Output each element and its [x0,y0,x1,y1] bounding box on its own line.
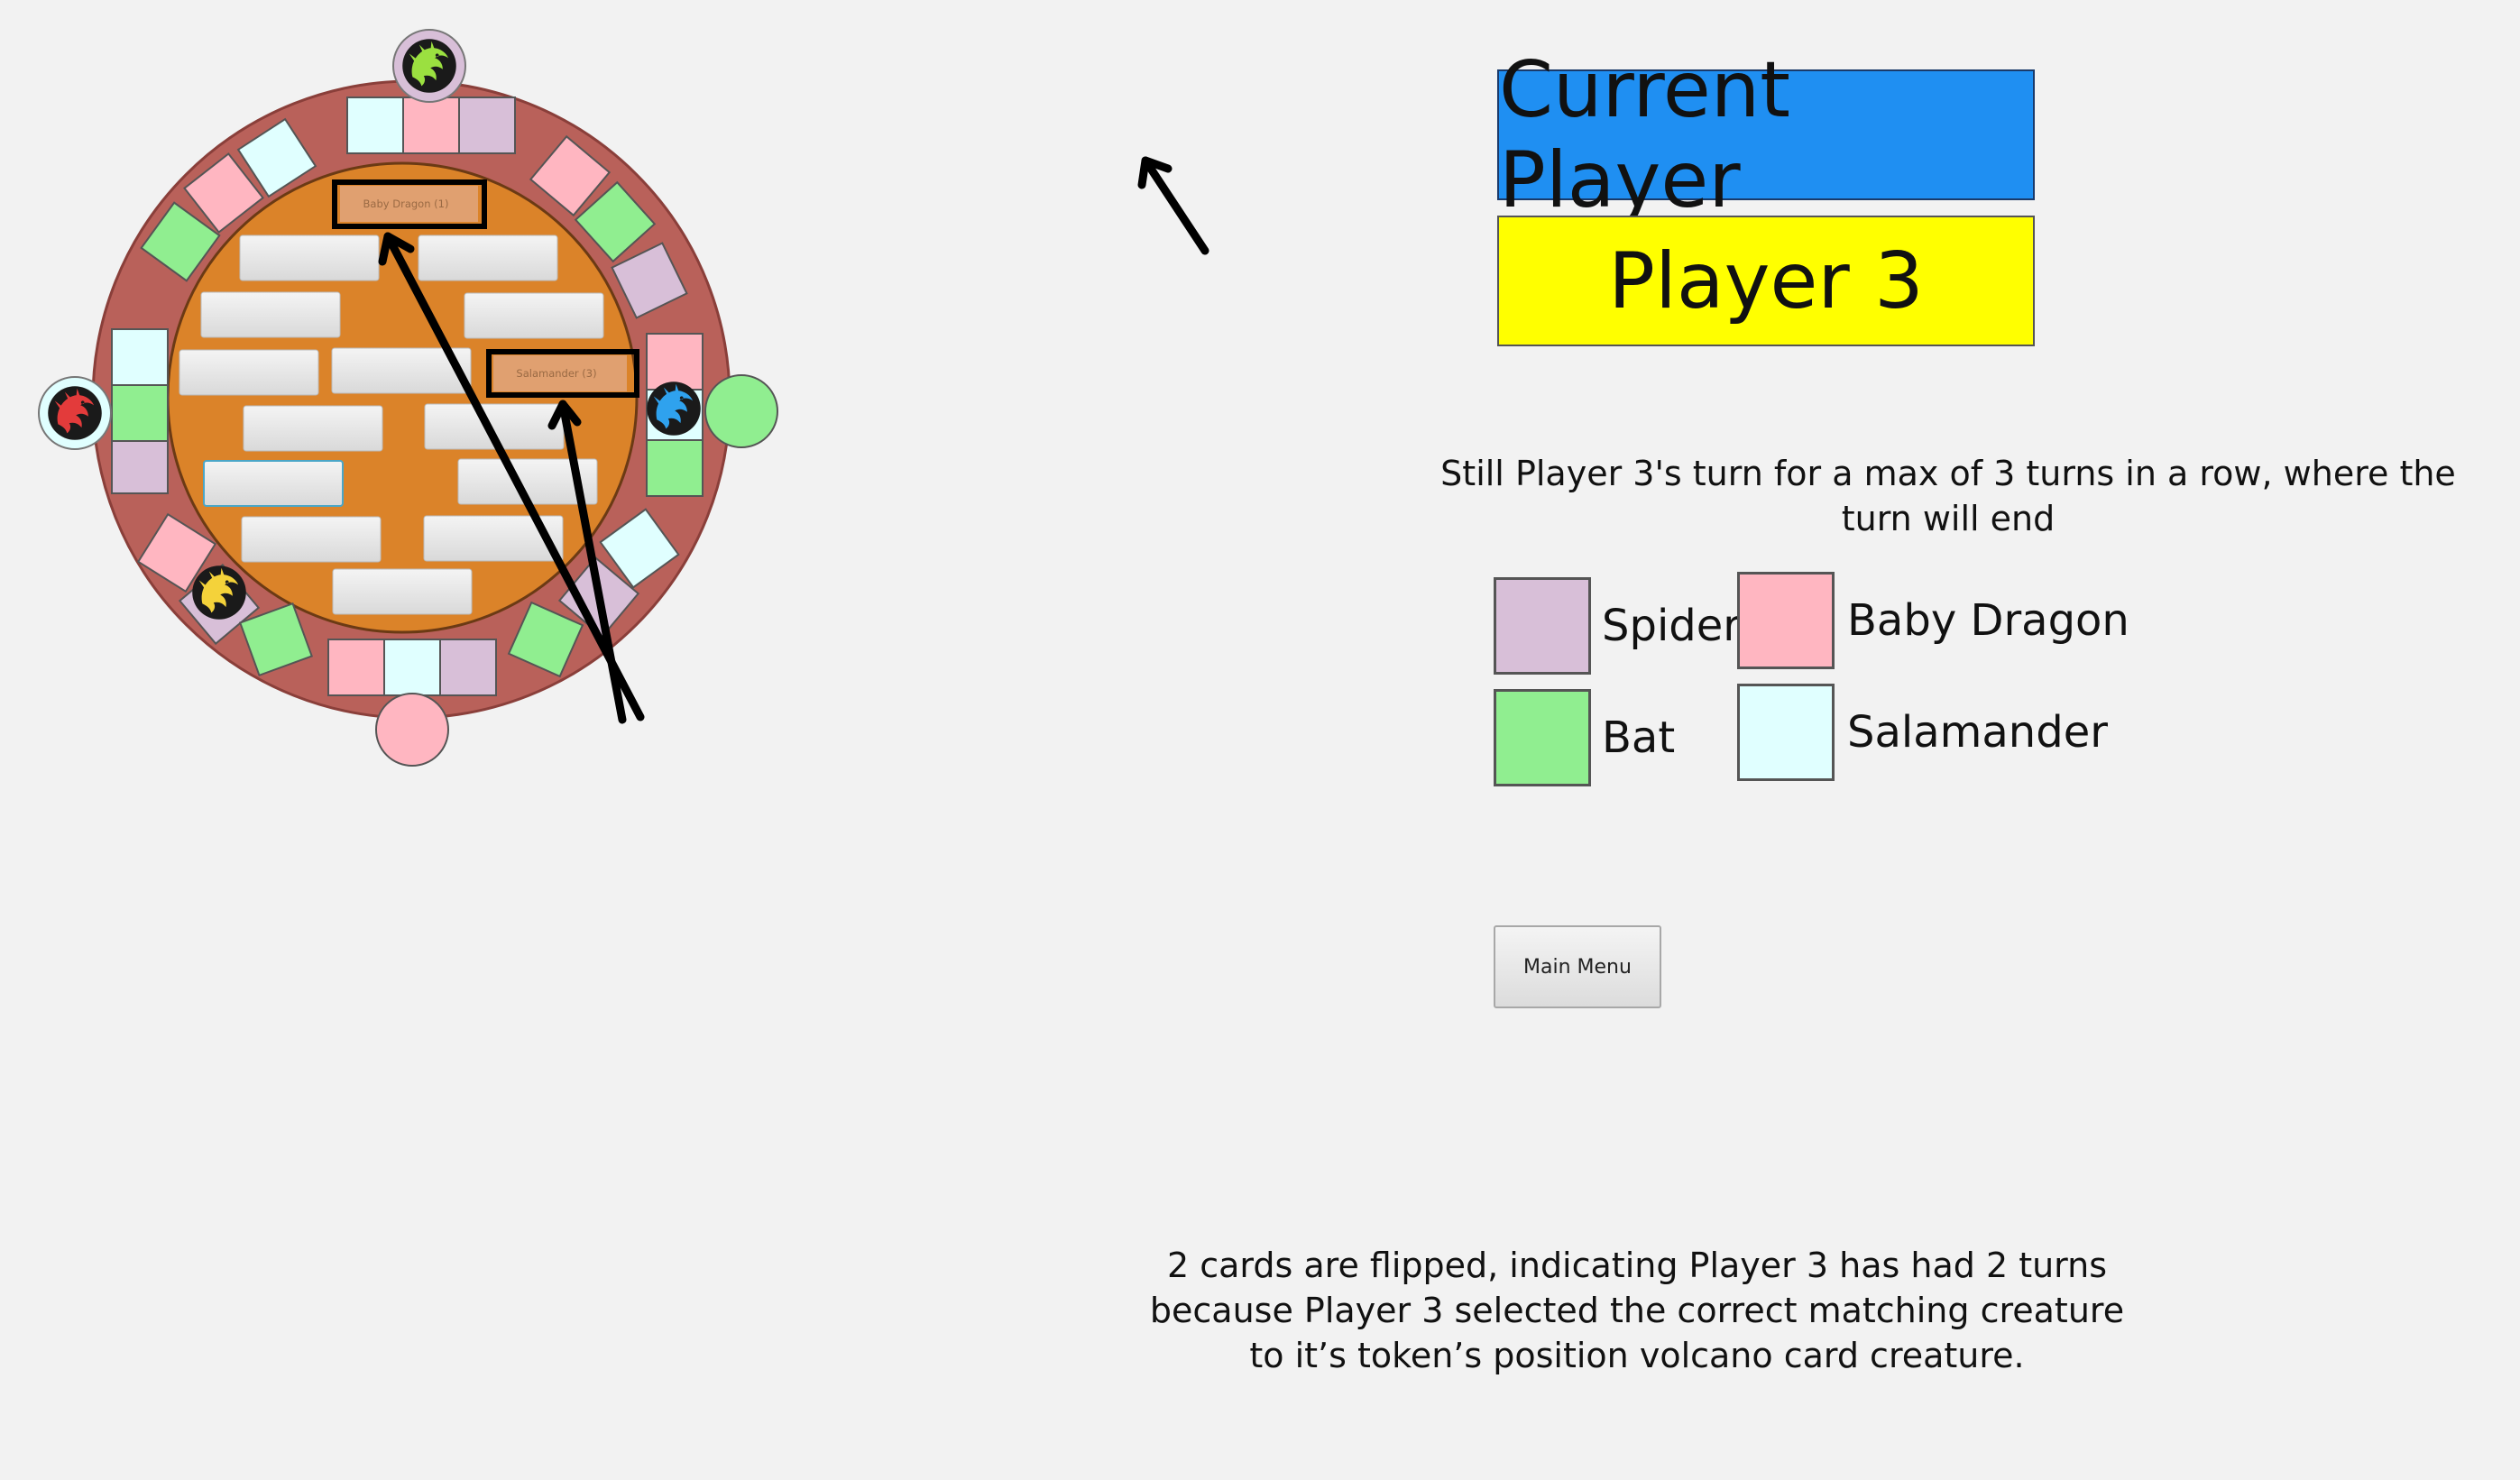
current-player-title: Current Player [1497,45,2035,225]
flipped-card-baby-dragon[interactable]: Baby Dragon (1) [332,179,487,229]
legend-label: Salamander [1847,707,2108,758]
spider-tile [611,242,688,319]
flipped-card-salamander[interactable]: Salamander (3) [486,349,639,398]
baby-dragon-swatch [1737,572,1835,669]
flipped-card-face [340,186,478,222]
volcano-card[interactable] [200,291,341,338]
cave-bat [704,374,778,448]
salamander-tile [111,328,169,386]
baby-dragon-tile [402,97,460,154]
player-token-right [647,381,701,436]
bat-swatch [1494,689,1591,786]
arrow-to-baby-dragon [383,232,645,722]
baby-dragon-tile [136,512,217,593]
volcano-card[interactable] [423,515,564,562]
legend-label: Baby Dragon [1847,595,2129,646]
cave-baby-dragon [375,693,449,767]
bat-tile [238,602,314,677]
salamander-tile [346,97,404,154]
dragon-icon [192,565,246,620]
salamander-tile [599,508,680,589]
ring-tiles [111,97,704,696]
dragon-icon [647,381,701,436]
volcano-card[interactable] [464,292,604,339]
baby-dragon-tile [327,639,385,696]
volcano-card-hover[interactable] [203,460,344,507]
spider-tile [111,440,169,494]
highlight-box [486,349,639,398]
flipped-card-label: Baby Dragon (1) [363,198,449,210]
volcano-card[interactable] [331,347,472,394]
game-board: Baby Dragon (1) Salamander (3) [38,29,1209,767]
volcano-card[interactable] [418,234,558,281]
bat-tile [646,439,704,497]
volcano-card[interactable] [243,405,383,452]
bat-tile [507,601,584,678]
salamander-swatch [1737,684,1835,781]
flipped-card-face [493,355,627,391]
bat-tile [111,384,169,442]
baby-dragon-tile [183,152,264,234]
main-menu-button[interactable]: Main Menu [1494,925,1661,1008]
spider-tile [439,639,497,696]
volcano-card[interactable] [239,234,380,281]
volcano-cards[interactable] [179,234,604,615]
player-token-bottom-left [192,565,246,620]
dragon-icon [402,39,456,93]
spider-tile [458,97,516,154]
salamander-tile [383,639,441,696]
arrow-to-salamander [558,400,627,724]
current-player-name: Player 3 [1497,216,2035,346]
flipped-card-label: Salamander (3) [516,367,596,380]
highlight-box [332,179,487,229]
arrow-to-player [1141,156,1209,255]
legend-label: Bat [1602,712,1676,763]
baby-dragon-tile [646,333,704,391]
baby-dragon-tile [529,134,612,217]
legend-label: Spider [1602,601,1742,651]
volcano-card[interactable] [179,349,319,396]
arrowhead [1137,156,1173,189]
arrowhead [547,400,582,430]
arrowhead [378,232,415,266]
volcano-card[interactable] [332,568,473,615]
turn-note: Still Player 3's turn for a max of 3 tur… [1440,454,2456,538]
spider-swatch [1494,577,1591,675]
annotation-arrows [378,156,1209,724]
flipped-note: 2 cards are flipped, indicating Player 3… [1149,1246,2125,1375]
bat-tile [574,180,657,263]
bat-tile [140,201,221,282]
volcano-card[interactable] [241,516,382,563]
salamander-tile [236,117,317,198]
player-token-top [392,29,466,103]
player-token-left [38,376,112,450]
dragon-icon [48,386,102,440]
